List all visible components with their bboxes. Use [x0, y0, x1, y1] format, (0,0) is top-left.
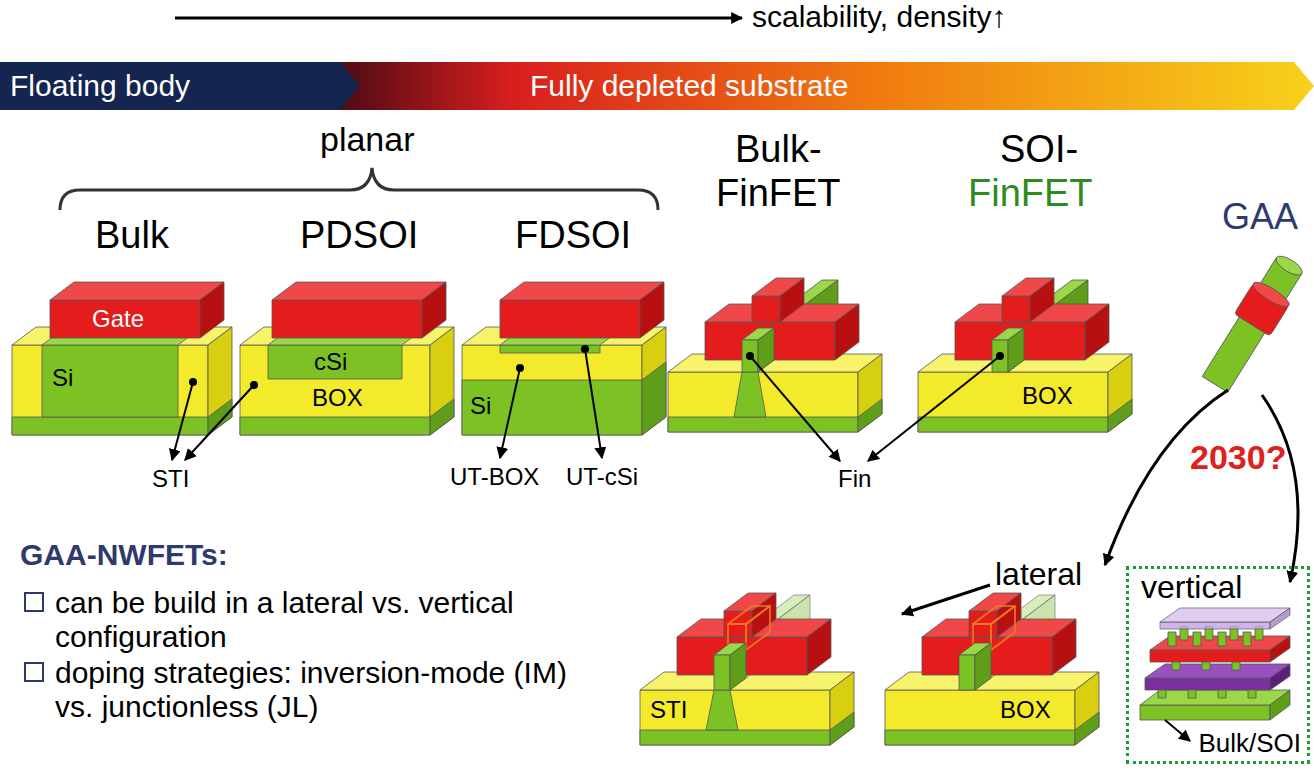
part-label: Gate — [92, 305, 144, 333]
branch-label: lateral — [995, 556, 1082, 593]
group-note: Bulk/SOI — [1198, 729, 1301, 759]
part-label: BOX — [1000, 696, 1051, 724]
year-note: 2030? — [1190, 438, 1286, 477]
device-title: Bulk — [95, 214, 169, 258]
device-title: Bulk- — [735, 128, 822, 172]
list-heading: GAA-NWFETs: — [20, 538, 228, 573]
bullet-squares — [25, 593, 43, 681]
band-outline — [335, 62, 1314, 110]
arrow-band: Fully depleted substrate — [335, 62, 1314, 110]
list-item: can be build in a lateral vs. vertical c… — [55, 586, 575, 654]
device-title: FDSOI — [515, 214, 631, 258]
device-title: PDSOI — [300, 214, 418, 258]
device-title: FinFET — [968, 172, 1093, 216]
axis-label: scalability, density↑ — [752, 0, 1007, 35]
list-item: doping strategies: inversion-mode (IM) v… — [55, 656, 575, 724]
planar-bracket — [60, 168, 658, 210]
part-label: UT-cSi — [566, 463, 638, 491]
device-drawings — [12, 249, 1310, 745]
arrow-band: Floating body — [0, 62, 360, 110]
part-label: BOX — [1022, 382, 1073, 410]
part-label: UT-BOX — [450, 463, 539, 491]
part-label: STI — [650, 696, 687, 724]
part-label: Si — [470, 392, 491, 420]
leader-dots — [189, 345, 1004, 389]
band-label: Floating body — [0, 62, 190, 110]
part-label: STI — [152, 465, 189, 493]
band-outline — [0, 62, 360, 110]
dotted-group-box: verticalBulk/SOI — [1126, 566, 1310, 764]
device-title: SOI- — [1000, 128, 1078, 172]
part-label: cSi — [314, 348, 347, 376]
part-label: BOX — [312, 384, 363, 412]
band-label: Fully depleted substrate — [335, 62, 849, 110]
group-heading: vertical — [1141, 569, 1301, 606]
scale-arrow — [175, 17, 742, 20]
part-label: Fin — [838, 465, 871, 493]
device-title: GAA — [1222, 196, 1298, 237]
part-label: Si — [52, 364, 73, 392]
group-label: planar — [320, 120, 415, 159]
device-title: FinFET — [716, 172, 841, 216]
